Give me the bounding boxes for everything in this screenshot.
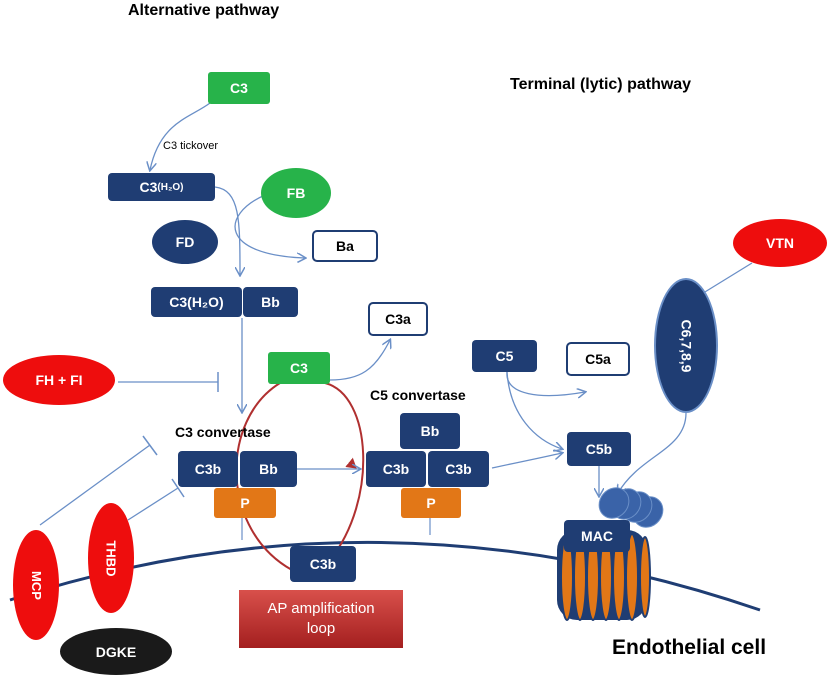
arrow-c5-c5b	[506, 371, 562, 449]
node-vtn: VTN	[733, 219, 827, 267]
node-c6789: C6,7,8,9	[654, 278, 718, 413]
node-c3h2o-label: C3	[139, 179, 158, 195]
arrow-c3-tickover	[150, 102, 211, 170]
node-c3h2o-bb-right: Bb	[243, 287, 298, 317]
node-fh-fi: FH + FI	[3, 355, 115, 405]
node-c3-top: C3	[208, 72, 270, 104]
node-mcp-label: MCP	[28, 570, 44, 600]
node-c3b-loop: C3b	[290, 546, 356, 582]
arrow-c3h2o-fd	[214, 186, 240, 275]
node-c5-convertase-c3b-2: C3b	[428, 451, 489, 487]
title-alternative-pathway: Alternative pathway	[128, 2, 280, 19]
node-c5a: C5a	[566, 342, 630, 376]
title-c5-convertase: C5 convertase	[370, 387, 466, 403]
node-c6789-label: C6,7,8,9	[678, 319, 694, 372]
inhibit-thbd-bar	[171, 478, 185, 498]
arrow-c6789-mac	[618, 412, 687, 493]
node-c5-convertase-c3b-1: C3b	[366, 451, 426, 487]
inhibit-vtn	[699, 262, 753, 296]
node-c3a: C3a	[368, 302, 428, 336]
amplification-loop-arrow	[345, 457, 357, 469]
arrow-c3-c3a	[329, 340, 390, 381]
arrow-c5conv-c5b	[491, 453, 562, 469]
node-c3-convertase-c3b: C3b	[178, 451, 238, 487]
node-thbd: THBD	[88, 503, 134, 613]
node-c3h2o-bb-left: C3(H₂O)	[151, 287, 242, 317]
mac-pore-rings	[557, 530, 651, 621]
node-c5-convertase-bb: Bb	[400, 413, 460, 449]
node-ba: Ba	[312, 230, 378, 262]
node-thbd-label: THBD	[103, 539, 119, 577]
node-mac: MAC	[564, 520, 630, 552]
box-ap-amplification-loop: AP amplification loop	[239, 590, 403, 648]
node-mcp: MCP	[13, 530, 59, 640]
inhibit-mcp-bar	[142, 435, 158, 456]
title-endothelial-cell: Endothelial cell	[612, 636, 767, 659]
amplification-loop-right	[324, 382, 365, 561]
node-c3h2o: C3(H₂O)	[108, 173, 215, 201]
mac-pore-back	[598, 487, 664, 528]
node-c5: C5	[472, 340, 537, 372]
inhibit-thbd	[127, 487, 179, 521]
node-fb: FB	[261, 168, 331, 218]
title-c3-convertase: C3 convertase	[175, 424, 271, 440]
node-c3-convertase-bb: Bb	[240, 451, 297, 487]
arrow-fb-ba	[234, 194, 305, 258]
node-fd: FD	[152, 220, 218, 264]
node-properdin-2: P	[401, 488, 461, 518]
title-terminal-pathway: Terminal (lytic) pathway	[510, 76, 692, 93]
label-c3-tickover: C3 tickover	[163, 140, 219, 152]
node-c3-mid: C3	[268, 352, 330, 384]
node-dgke: DGKE	[60, 628, 172, 675]
node-c3h2o-sub: (H₂O)	[157, 181, 184, 193]
node-c5b: C5b	[567, 432, 631, 466]
node-properdin-1: P	[214, 488, 276, 518]
inhibit-mcp	[39, 444, 151, 526]
